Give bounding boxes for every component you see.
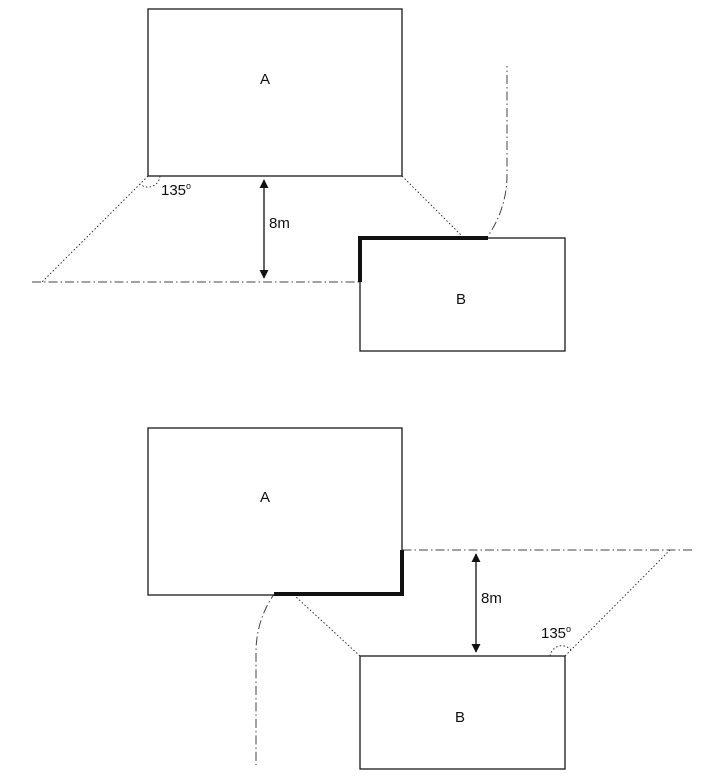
top-projection-line-left: [41, 175, 149, 283]
top-building-a-label: A: [260, 71, 270, 88]
top-building-b-label: B: [456, 291, 466, 308]
top-figure: A B 8m 135o: [32, 8, 566, 352]
bottom-angle-label: 135o: [541, 624, 571, 642]
bottom-building-a: [147, 427, 403, 596]
top-angle-label: 135o: [161, 181, 191, 199]
bottom-projection-line-left: [282, 584, 361, 657]
bottom-building-a-label: A: [260, 489, 270, 506]
top-distance-label: 8m: [269, 215, 290, 232]
bottom-angle-arc: [549, 645, 572, 657]
bottom-figure: A B 8m 135o: [147, 427, 692, 770]
bottom-projection-line-right: [564, 549, 671, 657]
bottom-highlighted-wall: [274, 550, 404, 596]
bottom-building-b: [359, 655, 566, 770]
top-building-a: [147, 8, 403, 177]
bottom-distance-label: 8m: [481, 590, 502, 607]
top-highlighted-wall: [358, 236, 488, 282]
top-angle-arc: [139, 175, 161, 188]
bottom-building-b-label: B: [455, 709, 465, 726]
